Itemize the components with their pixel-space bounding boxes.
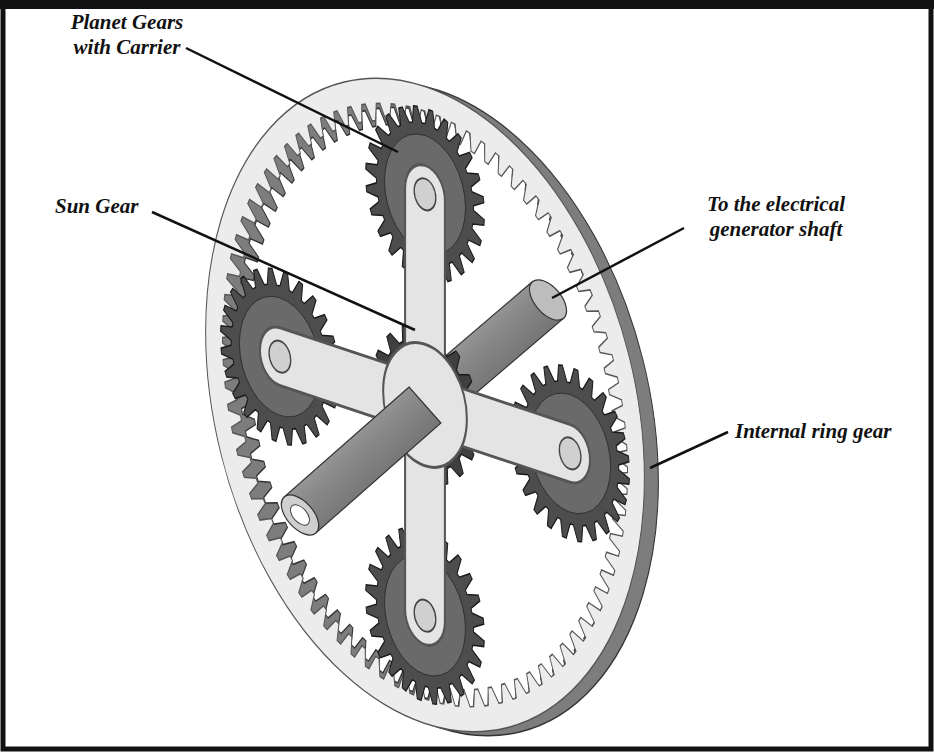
planet-gears bbox=[221, 40, 630, 753]
part-label: To the electrical generator shaft bbox=[686, 192, 866, 242]
part-label: Sun Gear bbox=[55, 194, 165, 219]
frame-top-bar bbox=[0, 0, 934, 9]
input-shaft-bore bbox=[287, 501, 313, 528]
part-label: Internal ring gear bbox=[735, 419, 925, 444]
leader-line bbox=[186, 48, 398, 152]
planet-pin bbox=[414, 175, 436, 214]
planet-pin bbox=[269, 337, 291, 376]
internal-ring-gear bbox=[206, 13, 645, 753]
leader-line bbox=[552, 228, 684, 298]
planet-pin bbox=[414, 596, 436, 635]
planet-carrier bbox=[269, 127, 581, 684]
generator-shaft-end bbox=[522, 273, 573, 327]
leader-line bbox=[152, 212, 415, 330]
planet-pin bbox=[559, 434, 581, 473]
leader-line bbox=[650, 432, 728, 468]
part-label: Planet Gears with Carrier bbox=[52, 10, 202, 60]
input-shaft-end bbox=[274, 488, 326, 541]
